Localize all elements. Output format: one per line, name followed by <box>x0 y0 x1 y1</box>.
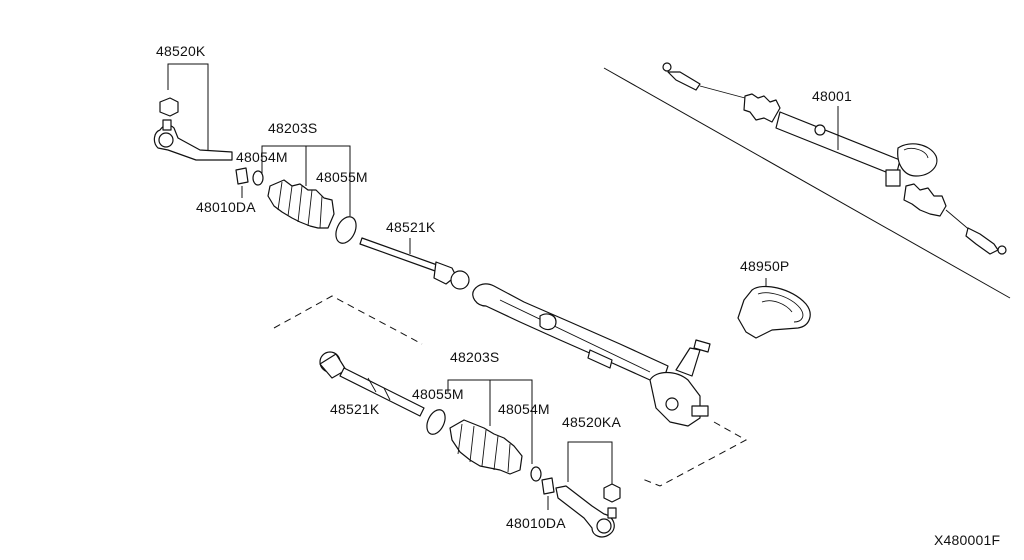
lock-nut-top: 48010DA <box>196 167 256 215</box>
label-boot-band-large-bottom: 48055M <box>412 386 464 402</box>
boot-band-large-bottom: 48055M <box>412 386 464 435</box>
boot-kit-top: 48203S <box>261 120 351 229</box>
label-boot-band-large-top: 48055M <box>316 169 368 185</box>
boot-band-small-bottom: 48054M <box>498 401 550 482</box>
label-column-hole-cover: 48950P <box>740 258 789 274</box>
label-gear-assembly: 48001 <box>812 88 852 104</box>
label-boot-kit-bottom: 48203S <box>450 349 499 365</box>
inner-socket-top: 48521K <box>359 219 470 290</box>
inset-gear-assembly-drawing: 48001 <box>603 62 1011 299</box>
label-tie-rod-end-outer-bottom: 48520KA <box>562 414 621 430</box>
reference-frame-left <box>273 295 423 345</box>
column-hole-cover: 48950P <box>737 258 811 339</box>
lock-nut-bottom: 48010DA <box>506 477 566 531</box>
label-lock-nut-top: 48010DA <box>196 199 256 215</box>
label-boot-kit-top: 48203S <box>268 120 317 136</box>
label-boot-band-small-bottom: 48054M <box>498 401 550 417</box>
figure-id: X480001F <box>934 532 1000 548</box>
label-tie-rod-end-outer-top: 48520K <box>156 43 206 59</box>
inner-socket-bottom: 48521K <box>319 351 425 417</box>
boot-kit-bottom: 48203S <box>447 349 533 475</box>
tie-rod-end-outer-top: 48520K <box>153 43 233 161</box>
reference-frame-right <box>639 421 748 487</box>
tie-rod-end-outer-bottom: 48520KA <box>555 414 621 538</box>
label-inner-socket-bottom: 48521K <box>330 401 380 417</box>
label-lock-nut-bottom: 48010DA <box>506 515 566 531</box>
label-inner-socket-top: 48521K <box>386 219 436 235</box>
boot-band-large-top: 48055M <box>316 169 368 244</box>
steering-gear-housing <box>472 283 711 427</box>
